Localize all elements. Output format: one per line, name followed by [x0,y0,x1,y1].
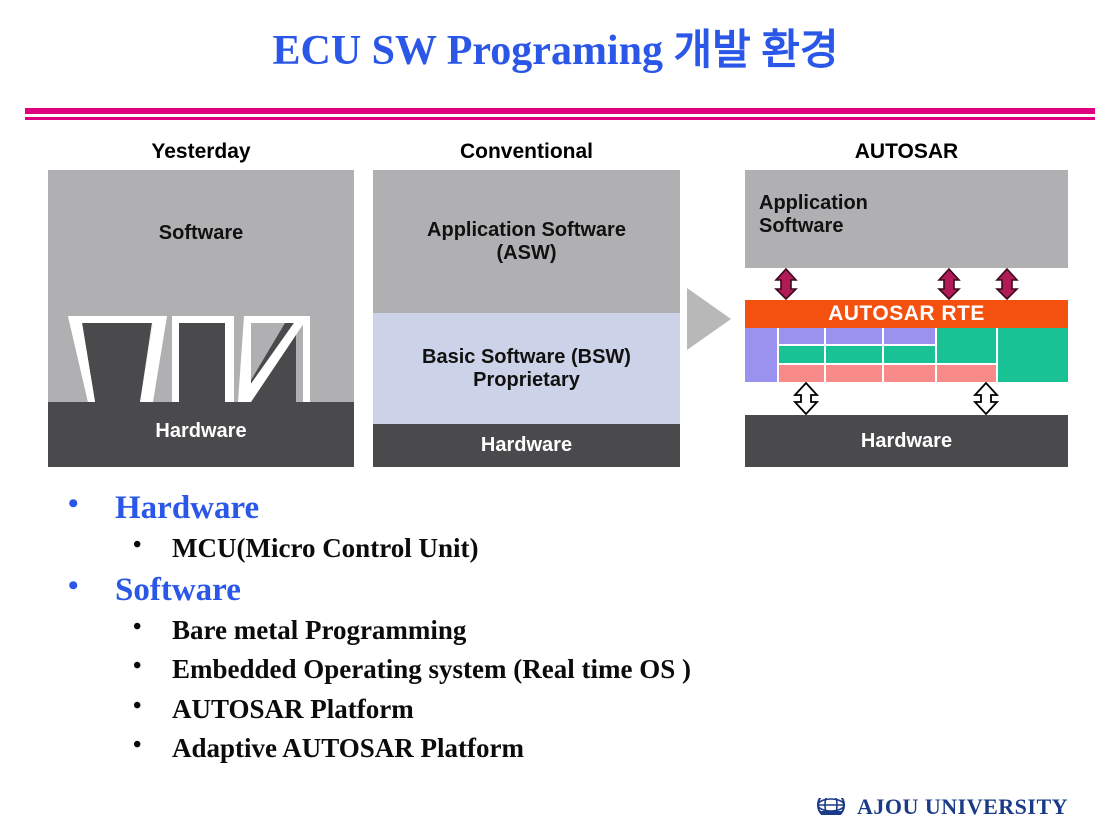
divider-line-thick [25,108,1095,114]
bullet-autosar-platform-label: AUTOSAR Platform [172,693,414,724]
bullet-dot-icon: • [133,732,142,759]
bullet-bare-metal: • Bare metal Programming [0,611,1111,650]
yesterday-hardware-label: Hardware [155,420,247,442]
bsw-cell-pink-3 [884,365,935,382]
title-divider [25,108,1095,120]
transition-arrow-icon [687,288,731,350]
bullet-software-label: Software [115,571,241,608]
bullet-bare-metal-label: Bare metal Programming [172,614,467,645]
bullet-adaptive-autosar: • Adaptive AUTOSAR Platform [0,729,1111,768]
bsw-cell-lav-left [745,328,777,382]
bsw-cell-pink-1 [779,365,824,382]
bullet-dot-icon: • [133,692,142,719]
bullet-dot-icon: • [133,653,142,680]
bullet-dot-icon: • [68,487,79,520]
bsw-cell-teal-right [998,328,1068,382]
bullet-hardware: • Hardware [0,487,1111,529]
bullet-list: • Hardware • MCU(Micro Control Unit) • S… [0,487,1111,769]
bullet-mcu: • MCU(Micro Control Unit) [0,529,1111,568]
bsw-cell-pink-4 [937,365,996,382]
bsw-cell-lav-3 [884,328,935,344]
autosar-asw-line2: Software [759,215,844,237]
panel-title-conventional: Conventional [459,140,593,163]
panel-title-autosar: AUTOSAR [854,140,959,163]
footer-organization-label: AJOU UNIVERSITY [857,798,1069,815]
panel-title-yesterday: Yesterday [151,140,251,163]
footer-branding: AJOU UNIVERSITY [815,798,1068,815]
conventional-asw-block: Application Software (ASW) [373,170,680,313]
bullet-adaptive-autosar-label: Adaptive AUTOSAR Platform [172,733,525,764]
bsw-cell-lav-1 [779,328,824,344]
bsw-cell-teal-3 [884,346,935,363]
rte-bidirectional-arrows-icon [774,268,1019,300]
bsw-cell-pink-2 [826,365,882,382]
bullet-embedded-os-label: Embedded Operating system (Real time OS … [172,654,691,685]
conventional-bsw-block: Basic Software (BSW) Proprietary [373,313,680,424]
yesterday-software-label: Software [158,222,244,244]
autosar-rte-bar: AUTOSAR RTE [745,300,1068,328]
university-globe-icon [817,798,845,815]
yesterday-interlock-graphic [48,170,354,467]
bullet-hardware-label: Hardware [115,490,260,526]
bullet-autosar-platform: • AUTOSAR Platform [0,690,1111,729]
autosar-bsw-grid [745,328,1068,382]
bsw-cell-teal-2 [826,346,882,363]
bullet-embedded-os: • Embedded Operating system (Real time O… [0,650,1111,689]
hardware-bidirectional-arrows-icon [792,382,1000,415]
conventional-asw-line2: (ASW) [496,241,557,264]
bsw-cell-teal-tall [937,328,996,363]
conventional-asw-line1: Application Software [427,218,626,241]
conventional-bsw-line1: Basic Software (BSW) [422,345,631,368]
conventional-bsw-line2: Proprietary [473,368,580,391]
diagram-panel-yesterday: Software Hardware [48,170,354,467]
page-title: ECU SW Programing 개발 환경 [272,28,839,74]
bullet-dot-icon: • [133,613,142,640]
autosar-hardware-block: Hardware [745,415,1068,467]
bullet-dot-icon: • [133,532,142,559]
bsw-cell-teal-1 [779,346,824,363]
diagram-panel-autosar: Application Software AUTOSAR RTE [745,170,1068,467]
autosar-application-software-block: Application Software [745,170,1068,268]
divider-line-thin [25,117,1095,120]
bullet-software: • Software [0,569,1111,611]
bullet-dot-icon: • [68,568,79,602]
autosar-asw-line1: Application [759,192,868,214]
diagram-panel-conventional: Application Software (ASW) Basic Softwar… [373,170,680,467]
bullet-mcu-label: MCU(Micro Control Unit) [172,533,479,564]
bsw-cell-lav-2 [826,328,882,344]
conventional-hardware-block: Hardware [373,424,680,467]
